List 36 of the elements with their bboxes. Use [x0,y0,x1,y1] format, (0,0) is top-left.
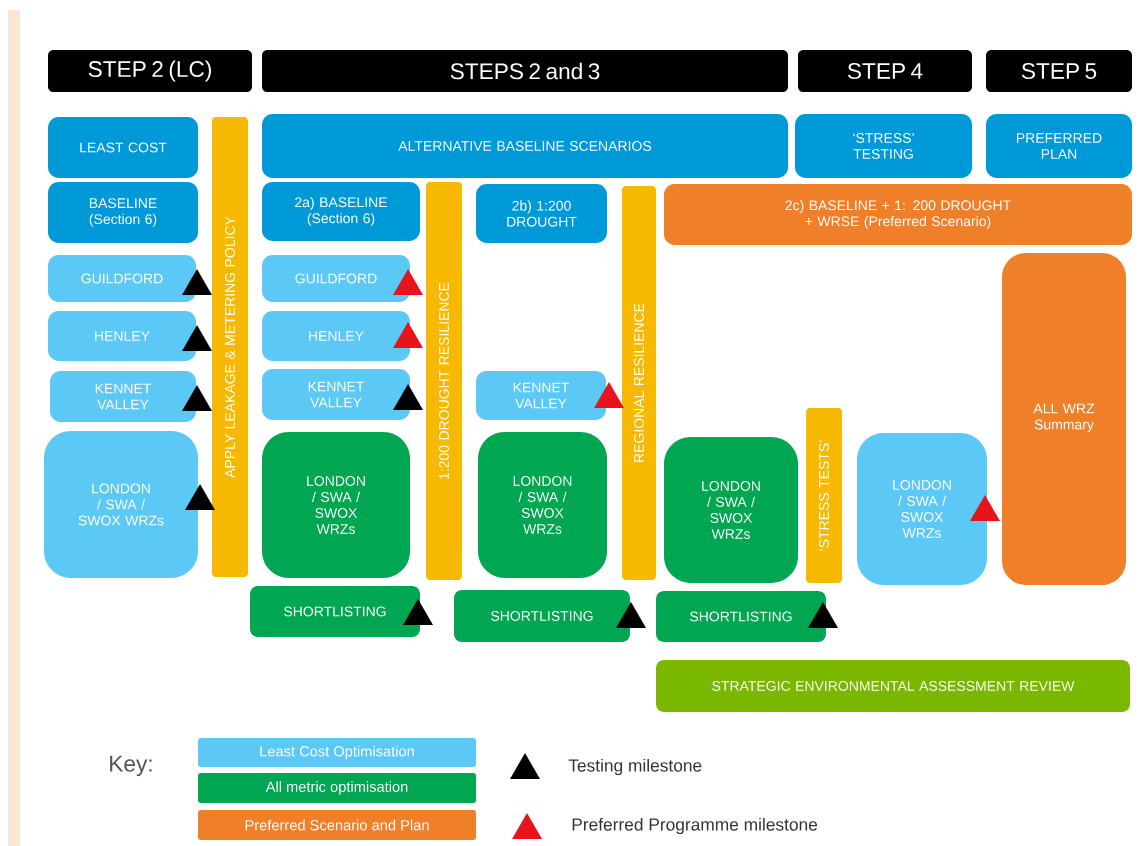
least-cost-box: KENNET VALLEY [476,371,606,420]
all-metric-box: SHORTLISTING [656,591,826,642]
least-cost-box: KENNET VALLEY [50,371,196,422]
least-cost-box: GUILDFORD [48,255,196,302]
phase-box: PREFERRED PLAN [986,114,1132,178]
key-label: Key: [110,755,152,777]
all-metric-box: LONDON / SWA / SWOX WRZs [478,432,607,578]
legend-text: Preferred Programme milestone [572,817,818,835]
vertical-bar: REGIONAL RESILIENCE [622,186,656,580]
assessment-box: STRATEGIC ENVIRONMENTAL ASSESSMENT REVIEW [656,660,1130,712]
phase-box: ALTERNATIVE BASELINE SCENARIOS [262,114,788,178]
step-header: STEP 2 (LC) [48,50,252,92]
step-header: STEP 5 [986,50,1132,92]
all-metric-box: SHORTLISTING [454,590,630,642]
all-metric-box: LONDON / SWA / SWOX WRZs [262,432,410,578]
least-cost-box: LONDON / SWA / SWOX WRZs [44,431,198,578]
vertical-bar: ‘STRESS TESTS’ [806,408,842,583]
phase-box: 2a) BASELINE (Section 6) [262,182,420,241]
preferred-box: ALL WRZ Summary [1002,253,1126,585]
phase-box: BASELINE (Section 6) [48,182,198,243]
phase-box: 2b) 1:200 DROUGHT [476,184,607,243]
all-metric-box: SHORTLISTING [250,586,420,637]
least-cost-box: GUILDFORD [262,255,410,302]
step-header: STEP 4 [798,50,972,92]
phase-box: ‘STRESS’ TESTING [795,114,972,178]
vertical-bar: APPLY LEAKAGE & METERING POLICY [212,117,248,577]
least-cost-box: LONDON / SWA / SWOX WRZs [857,433,987,585]
vertical-bar: 1:200 DROUGHT RESILIENCE [426,182,462,580]
step-header: STEPS 2 and 3 [262,50,788,92]
phase-box: LEAST COST [48,117,198,178]
all-metric-box: LONDON / SWA / SWOX WRZs [664,437,798,583]
least-cost-box: KENNET VALLEY [262,369,410,420]
legend-text: Testing milestone [568,758,702,776]
least-cost-box: HENLEY [262,311,410,361]
least-cost-box: HENLEY [48,311,196,361]
preferred-box: 2c) BASELINE + 1: 200 DROUGHT + WRSE (Preferred Scenario) [664,184,1132,245]
